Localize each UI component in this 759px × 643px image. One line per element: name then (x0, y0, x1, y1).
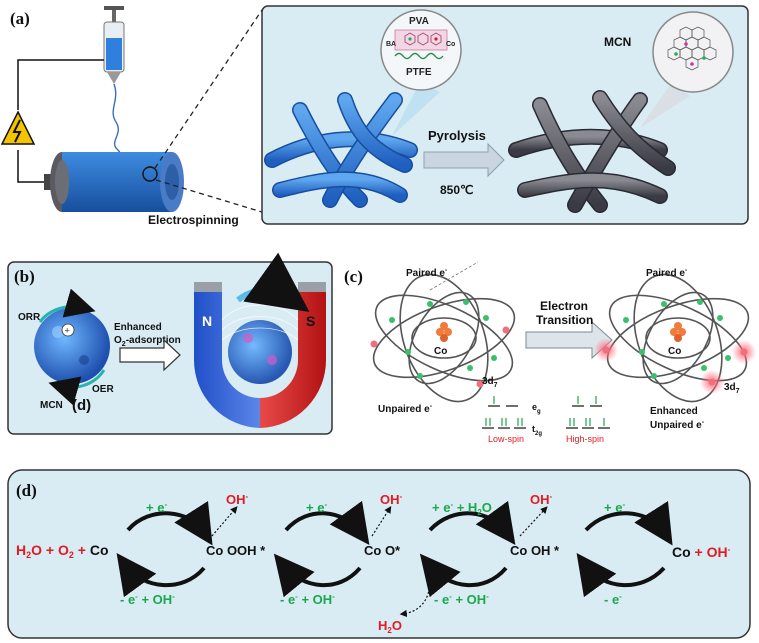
step1-bottom-label: - e- + OH- (120, 592, 175, 607)
i1-oh-product: OH- (226, 492, 249, 507)
wire-top (17, 59, 104, 110)
layer-label-ba: BA (386, 41, 396, 48)
panel-a-letter: (a) (10, 9, 30, 28)
step4-top-label: + e- (604, 500, 625, 515)
intermediate-co-oh: Co OH * (510, 543, 560, 558)
step3-bottom-label: - e- + OH- (434, 592, 489, 607)
high-spin-levels (566, 396, 610, 429)
syringe-icon (103, 6, 125, 84)
pyrolysis-arrow (423, 142, 505, 178)
eg-label: eg (532, 402, 541, 415)
step3-reverse-arrow (419, 553, 508, 598)
zoom-line-top (154, 9, 263, 169)
step1-reverse-arrow (116, 553, 206, 598)
panel-d: (d) H2O + O2 + Co + e- - e- + OH- Co OOH… (7, 469, 751, 639)
step4-forward-arrow (584, 501, 673, 546)
high-voltage-icon (0, 110, 36, 145)
orbital-right-label: 3d7 (724, 382, 740, 395)
precursor-magnified-bubble: PVA BA Co PTFE (380, 9, 462, 136)
precursor-fiber-network (264, 92, 418, 208)
panel-b-letter: (b) (14, 267, 35, 286)
intermediate-co-o: Co O* (364, 543, 401, 558)
drum-collector (44, 152, 184, 212)
zoom-line-bottom (155, 179, 263, 213)
orr-arrow (38, 288, 96, 323)
carbon-fiber-network (508, 90, 676, 213)
low-spin-levels (482, 396, 526, 429)
wire-bottom (17, 150, 44, 183)
atom-low-spin-electrons (370, 299, 510, 388)
step2-reverse-arrow (273, 553, 362, 598)
panel-a: (a) Electrospinning (0, 5, 749, 227)
layer-label-pva: PVA (409, 16, 429, 27)
mcn-sphere-icon: + (34, 308, 110, 384)
panel-c-letter: (c) (344, 267, 363, 286)
layer-label-co: Co (446, 41, 455, 48)
step2-forward-arrow (284, 500, 370, 545)
orr-label: ORR (18, 312, 41, 323)
i2-oh-product: OH- (380, 492, 403, 507)
step3-top-label: + e- + H2O (432, 500, 492, 517)
step4-reverse-arrow (576, 553, 666, 598)
mcn-magnified-bubble (640, 11, 734, 128)
enhanced-unpaired-line1: Enhanced (650, 406, 698, 417)
high-spin-label: High-spin (566, 434, 604, 444)
start-species: H2O + O2 + Co (16, 542, 109, 560)
step4-bottom-label: - e- (604, 592, 622, 607)
atom-high-spin-electrons (594, 299, 756, 394)
orbital-left-label: 3d7 (482, 376, 498, 389)
step1-top-label: + e- (146, 500, 167, 515)
magnet-pole-s: S (306, 313, 315, 329)
enhanced-label: Enhanced (114, 322, 162, 333)
oer-label: OER (92, 384, 114, 395)
electrospinning-label: Electrospinning (148, 213, 239, 227)
enhanced-unpaired-line2: Unpaired e- (650, 419, 705, 431)
panel-b: (b) + ORR OER MCN (d) Enhanced O2-adsorp… (7, 252, 333, 435)
transition-line2: Transition (536, 313, 593, 327)
step1-forward-arrow (126, 501, 213, 546)
i3-oh-product: OH- (530, 492, 553, 507)
layer-label-ptfe: PTFE (406, 67, 432, 78)
intermediate-co-ooh: Co OOH * (206, 543, 266, 558)
adsorption-arrow (119, 338, 181, 372)
temperature-label: 850℃ (440, 183, 474, 197)
mcn-sphere-sublabel: (d) (72, 397, 91, 414)
magnet-pole-n: N (202, 313, 212, 329)
pyrolysis-label: Pyrolysis (428, 128, 486, 143)
step2-top-label: + e- (306, 500, 327, 515)
paired-right-label: Paired e- (646, 267, 688, 279)
t2g-label: t2g (532, 424, 542, 437)
mcn-sphere-label: MCN (40, 400, 63, 411)
transition-line1: Electron (540, 299, 588, 313)
panel-d-letter: (d) (16, 481, 37, 500)
unpaired-label: Unpaired e- (378, 403, 433, 415)
u-magnet-icon (193, 252, 326, 428)
step2-bottom-label: - e- + OH- (280, 592, 335, 607)
oer-arrow (48, 369, 106, 406)
atom-high-spin-center: Co (668, 346, 681, 357)
i2-oh-release-arrow (371, 505, 392, 537)
adsorption-label: O2-adsorption (114, 335, 181, 348)
atom-low-spin-center: Co (434, 346, 447, 357)
atom-low-spin (372, 261, 516, 403)
paired-left-label: Paired e- (406, 267, 448, 279)
svg-text:+: + (65, 326, 70, 336)
low-spin-label: Low-spin (488, 434, 524, 444)
mcn-label: MCN (604, 35, 631, 49)
end-species: Co + OH- (672, 544, 731, 560)
panel-c: (c) Co Paired e- 3d7 Unpaired e- (337, 261, 756, 444)
step3-forward-arrow (428, 500, 516, 545)
h2o-product: H2O (378, 618, 402, 635)
